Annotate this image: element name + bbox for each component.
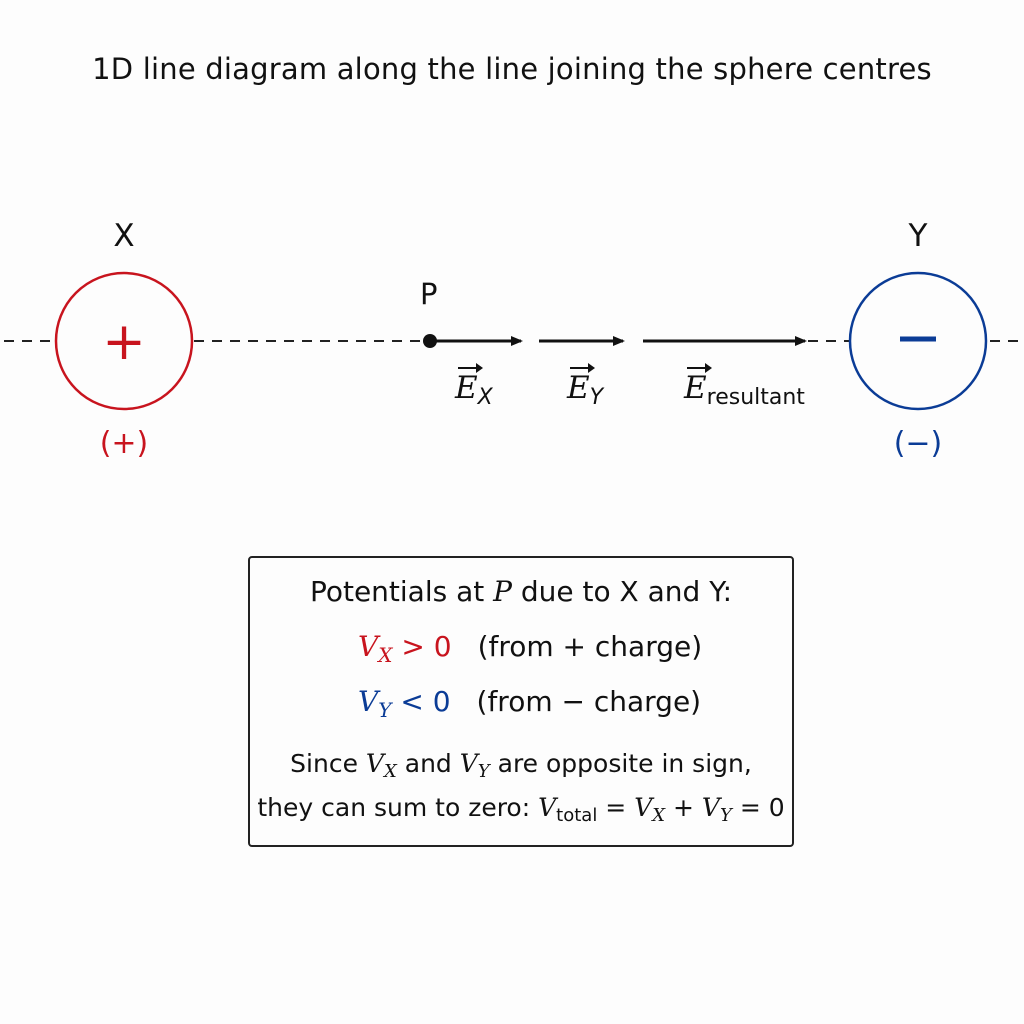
vx-relation: > 0 [392, 630, 452, 663]
point-p-label: P [420, 277, 438, 311]
vy-line: VY < 0 (from − charge) [358, 685, 701, 722]
diagram-title: 1D line diagram along the line joining t… [92, 52, 932, 86]
summary2-eq2: = 0 [731, 793, 785, 822]
summary2-v1-sub: X [652, 805, 666, 826]
summary2-plus: + [665, 793, 702, 822]
vy-note: (from − charge) [476, 685, 702, 718]
sphere-y-charge-label: (−) [893, 426, 943, 461]
summary2-pre: they can sum to zero: [257, 793, 539, 822]
sphere-y-name: Y [908, 218, 928, 254]
vy-symbol: V [358, 685, 379, 718]
e-x-symbol: E [455, 363, 483, 406]
vx-symbol: V [358, 630, 379, 663]
e-y-subscript: Y [589, 385, 604, 410]
summary-line-1: Since VX and VY are opposite in sign, [250, 749, 792, 782]
summary2-vtotal: V [538, 793, 557, 822]
summary2-v2-sub: Y [719, 805, 732, 826]
e-x-subscript: X [477, 385, 493, 410]
sphere-x [54, 271, 194, 411]
summary2-eq1: = [597, 793, 635, 822]
summary1-pre: Since [290, 749, 366, 778]
vy-subscript: Y [378, 698, 392, 722]
heading-pre: Potentials at [309, 575, 494, 608]
summary2-vtotal-sub: total [556, 805, 598, 826]
e-resultant-label: Eresultant [684, 363, 805, 410]
summary1-v2: V [459, 749, 478, 778]
sphere-x-name: X [113, 218, 135, 254]
summary-line-2: they can sum to zero: Vtotal = VX + VY =… [250, 793, 792, 826]
vx-line: VX > 0 (from + charge) [358, 630, 702, 667]
potentials-box: Potentials at P due to X and Y: VX > 0(f… [248, 556, 794, 847]
vy-relation: < 0 [391, 685, 451, 718]
vx-note: (from + charge) [477, 630, 703, 663]
sphere-x-charge-label: (+) [99, 426, 149, 461]
summary1-mid: and [396, 749, 460, 778]
e-y-symbol: E [567, 363, 595, 406]
summary1-v2-sub: Y [477, 761, 490, 782]
vx-subscript: X [378, 643, 393, 667]
point-p-dot [423, 334, 437, 348]
vy-expression: VY < 0 [358, 685, 451, 722]
summary1-v1-sub: X [383, 761, 397, 782]
sphere-x-symbol: + [102, 312, 146, 372]
heading-post: due to X and Y: [512, 575, 733, 608]
e-y-label: EY [567, 363, 604, 410]
e-resultant-symbol: E [684, 363, 712, 406]
e-resultant-subscript: resultant [706, 385, 805, 410]
heading-point: P [493, 575, 512, 608]
e-x-label: EX [455, 363, 493, 410]
summary2-v1: V [634, 793, 653, 822]
potentials-heading: Potentials at P due to X and Y: [250, 575, 792, 608]
vx-expression: VX > 0 [358, 630, 452, 667]
summary1-post: are opposite in sign, [489, 749, 752, 778]
summary2-v2: V [701, 793, 720, 822]
summary1-v1: V [365, 749, 384, 778]
